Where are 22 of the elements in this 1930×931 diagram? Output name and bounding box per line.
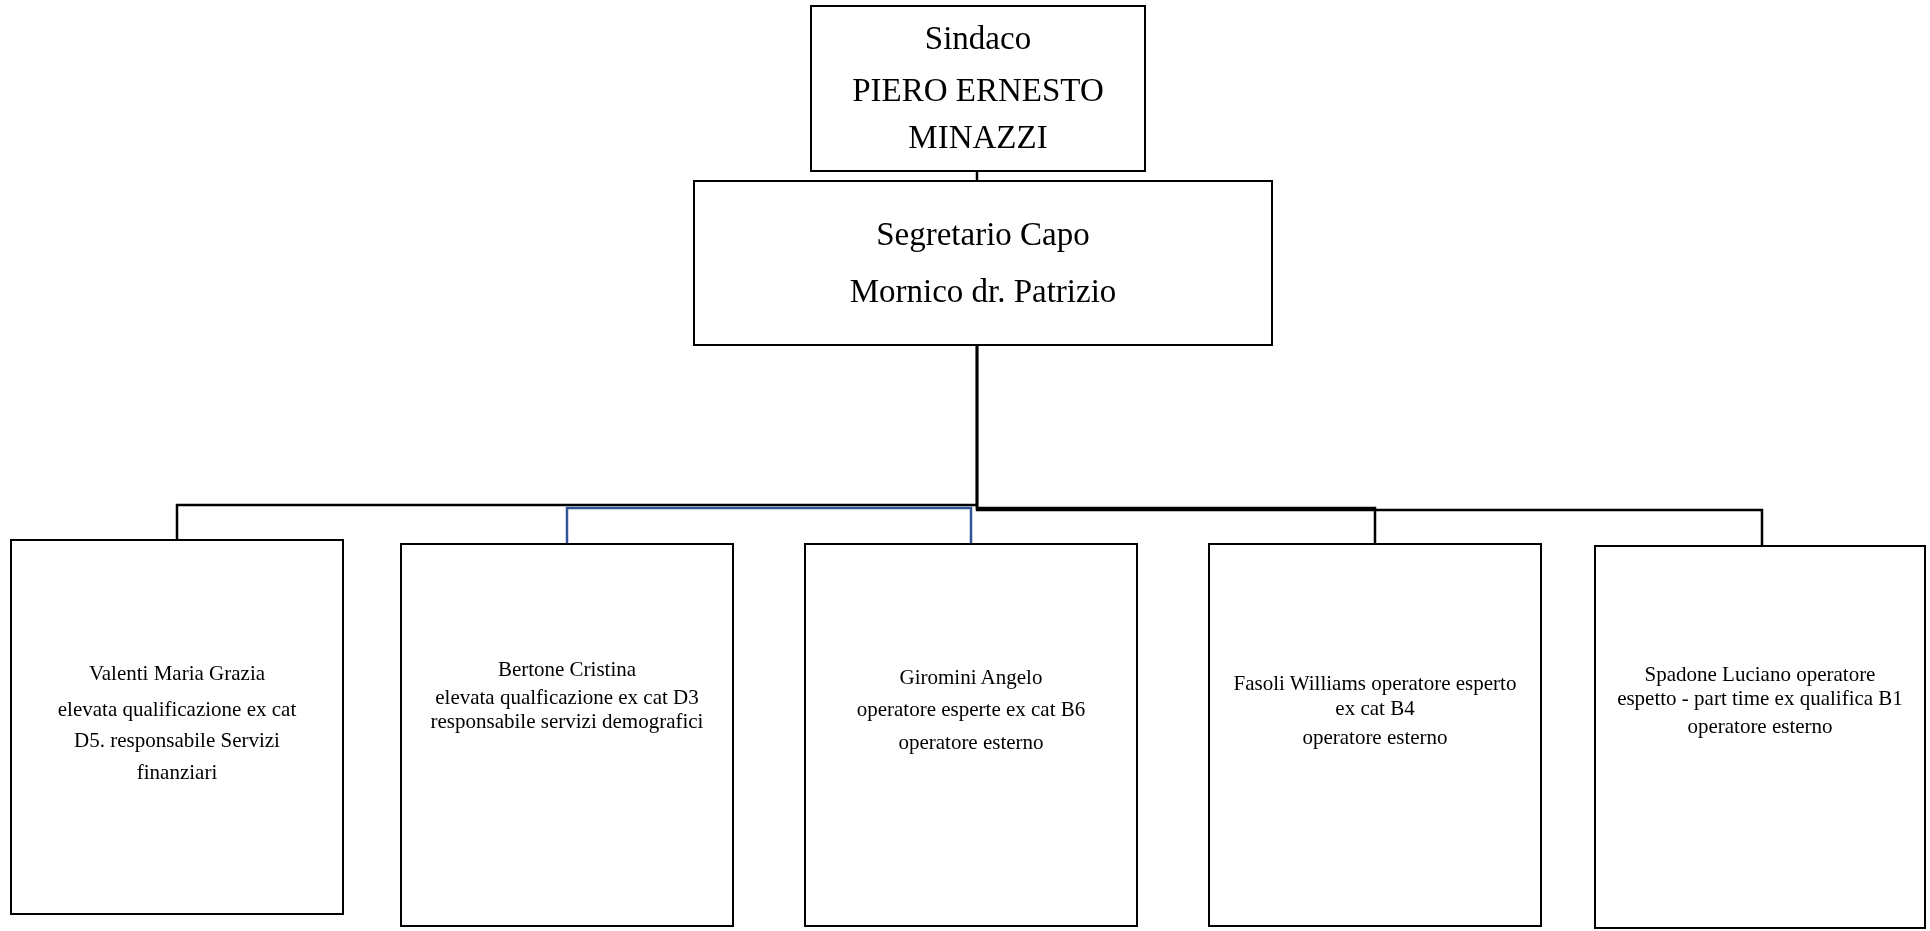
- role-text: operatore esterno: [1687, 714, 1833, 739]
- role-text: elevata qualificazione ex cat D5. responsabile Servizi finanziari: [56, 695, 298, 786]
- role-title: Giromini Angelo: [899, 664, 1043, 691]
- org-box: [400, 543, 734, 927]
- org-box: [1208, 543, 1542, 927]
- role-text: PIERO ERNESTO MINAZZI: [851, 70, 1105, 158]
- org-box: [804, 543, 1138, 927]
- role-text: operatore esterno: [898, 728, 1044, 756]
- connector-line: [975, 346, 1764, 545]
- org-box: [693, 180, 1273, 346]
- role-text: operatore esperte ex cat B6: [856, 696, 1086, 724]
- org-box: [10, 539, 344, 915]
- role-text: Mornico dr. Patrizio: [849, 272, 1117, 311]
- org-box: [1594, 545, 1926, 929]
- role-title: Segretario Capo: [876, 215, 1090, 255]
- org-box: [810, 5, 1146, 172]
- role-text: operatore esterno: [1302, 725, 1448, 751]
- connector-line: [565, 506, 973, 543]
- role-title: Valenti Maria Grazia: [88, 660, 266, 687]
- role-title: Bertone Cristina: [497, 657, 637, 682]
- role-title: Sindaco: [924, 18, 1032, 58]
- role-text: elevata qualficazione ex cat D3 responsabile servizi demografici: [429, 685, 705, 734]
